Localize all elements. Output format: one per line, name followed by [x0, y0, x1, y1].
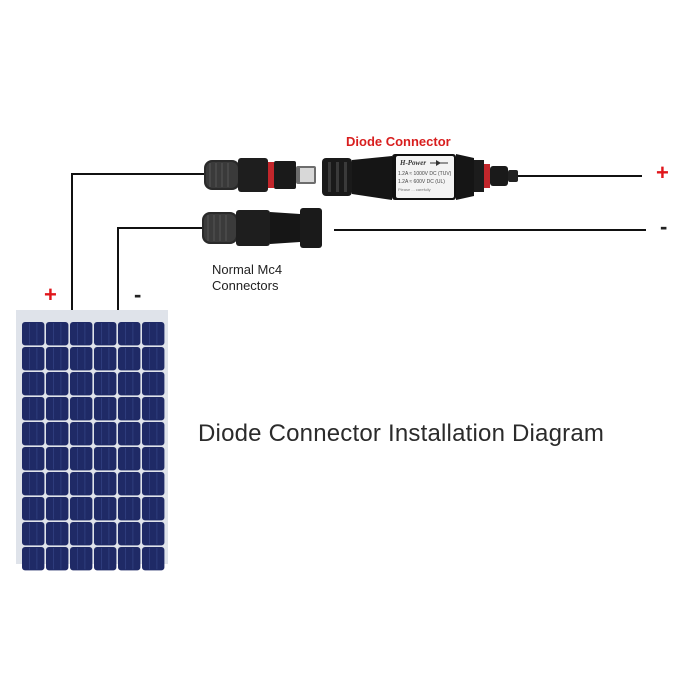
solar-cell [70, 422, 93, 446]
solar-cell [118, 472, 141, 496]
solar-cell [94, 372, 117, 396]
diode-spec-line-3: Please ... carefully [398, 187, 431, 192]
solar-cell [70, 397, 93, 421]
negative-wire-panel [117, 227, 204, 320]
solar-cell [94, 397, 117, 421]
normal-mc4-label-line-1: Normal Mc4 [212, 262, 283, 277]
solar-cell [142, 547, 165, 571]
solar-cell [46, 322, 69, 346]
solar-cell [22, 522, 45, 546]
solar-cell [70, 372, 93, 396]
solar-cell [22, 372, 45, 396]
solar-cell [46, 372, 69, 396]
solar-cell [94, 547, 117, 571]
solar-cell [46, 497, 69, 521]
solar-cell [46, 347, 69, 371]
solar-cell [142, 497, 165, 521]
solar-cell [94, 497, 117, 521]
diode-connector: H-Power 1.2A ≈ 1000V DC (TUV) 1.2A ≈ 600… [322, 154, 518, 200]
solar-cell [94, 472, 117, 496]
solar-cell [70, 547, 93, 571]
positive-wire-panel [71, 173, 206, 320]
solar-cell [118, 547, 141, 571]
solar-cell [46, 547, 69, 571]
solar-cell [142, 372, 165, 396]
diagram-title: Diode Connector Installation Diagram [198, 420, 605, 447]
normal-mc4-connectors-label: Normal Mc4 Connectors [212, 262, 282, 294]
solar-cell [142, 397, 165, 421]
solar-cell [22, 397, 45, 421]
solar-cell [118, 322, 141, 346]
solar-cell [46, 472, 69, 496]
solar-cell [22, 322, 45, 346]
solar-cell [22, 497, 45, 521]
solar-cell [22, 422, 45, 446]
solar-cell [142, 522, 165, 546]
solar-cell [142, 322, 165, 346]
solar-cell [118, 347, 141, 371]
diode-connector-label: Diode Connector [346, 134, 451, 149]
diode-brand-text: H-Power [399, 159, 426, 167]
solar-cell [94, 347, 117, 371]
solar-cell [118, 372, 141, 396]
solar-cell [142, 422, 165, 446]
panel-positive-symbol: + [44, 282, 57, 307]
solar-cell [94, 422, 117, 446]
diode-spec-line-2: 1.2A ≈ 600V DC (UL) [398, 179, 445, 185]
solar-cell [94, 322, 117, 346]
panel-negative-symbol: - [134, 282, 142, 307]
solar-cell [46, 522, 69, 546]
output-positive-symbol: + [656, 160, 669, 185]
normal-mc4-label-line-2: Connectors [212, 278, 279, 293]
solar-cell [142, 447, 165, 471]
solar-cell [70, 447, 93, 471]
mc4-connector-bottom [202, 208, 322, 248]
solar-cell [70, 497, 93, 521]
solar-cell [118, 447, 141, 471]
solar-cell [142, 347, 165, 371]
solar-cell [118, 422, 141, 446]
solar-cell [70, 322, 93, 346]
solar-cell [46, 447, 69, 471]
solar-cell [46, 397, 69, 421]
output-negative-symbol: - [660, 214, 668, 239]
solar-cell [22, 472, 45, 496]
solar-cell [22, 447, 45, 471]
solar-cell [94, 522, 117, 546]
solar-cell [46, 422, 69, 446]
solar-cell [70, 522, 93, 546]
solar-cell [118, 522, 141, 546]
solar-cell [142, 472, 165, 496]
diode-spec-line-1: 1.2A ≈ 1000V DC (TUV) [398, 171, 452, 177]
solar-cell [94, 447, 117, 471]
solar-cell [70, 472, 93, 496]
solar-cell [118, 397, 141, 421]
solar-cell [22, 547, 45, 571]
solar-panel [16, 310, 168, 571]
solar-cell [22, 347, 45, 371]
solar-cell [70, 347, 93, 371]
solar-cell [118, 497, 141, 521]
mc4-connector-top [204, 158, 316, 192]
